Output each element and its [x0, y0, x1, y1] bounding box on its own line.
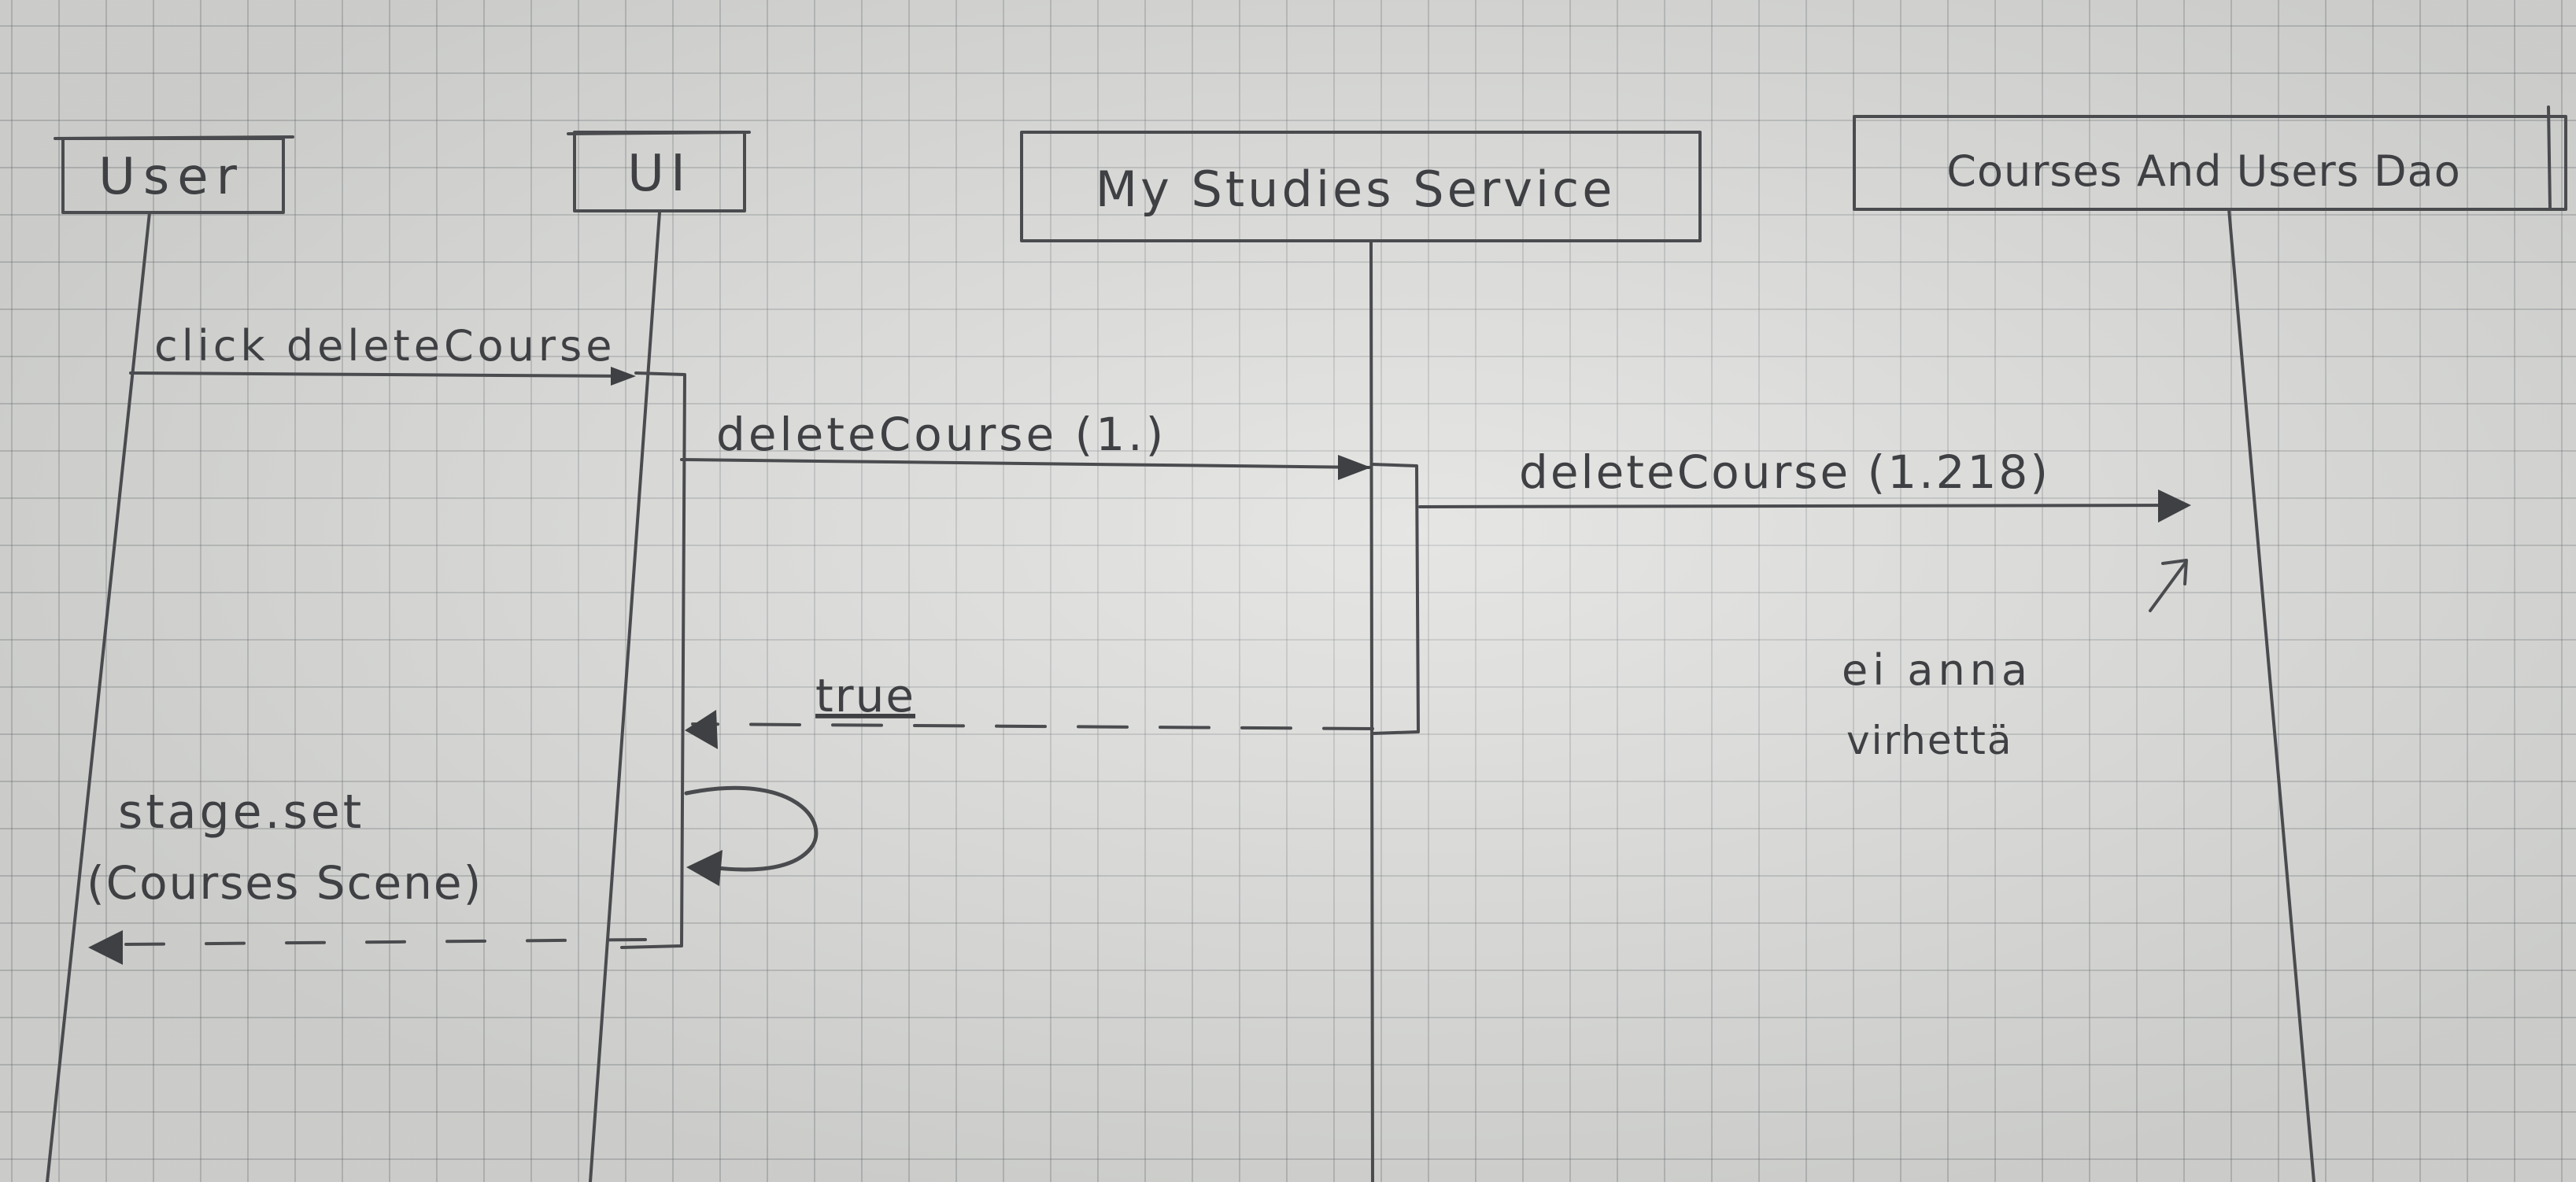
self-call-label-line1: stage.set: [118, 785, 364, 840]
participant-ui-label: UI: [627, 145, 692, 203]
participant-service: My Studies Service: [1020, 131, 1702, 242]
message-ui-service-label: deleteCourse (1.): [716, 408, 1166, 461]
message-return-label: true: [815, 669, 915, 722]
participant-ui: UI: [567, 131, 751, 212]
lifeline-dao: [2227, 208, 2315, 1182]
activation-service: [1371, 463, 1420, 735]
activation-ui: [620, 371, 686, 949]
message-return-user: [88, 930, 647, 965]
participant-dao-label: Courses And Users Dao: [1946, 146, 2461, 196]
participant-user: User: [54, 135, 294, 214]
participant-dao: Courses And Users Dao: [1853, 105, 2567, 211]
lifeline-user: [46, 211, 151, 1182]
arrow-head-icon: [685, 710, 718, 749]
message-service-to-dao: deleteCourse (1.218): [1418, 445, 2191, 523]
participant-user-label: User: [98, 148, 245, 206]
arrow-head-icon: [686, 850, 723, 886]
message-click-delete: click deleteCourse: [129, 321, 636, 386]
arrow-head-icon: [2158, 489, 2191, 523]
note-line-1: ei anna: [1842, 645, 2032, 695]
note-arrow-icon: [2149, 559, 2188, 612]
arrow-head-icon: [611, 367, 636, 386]
message-return-true: true: [685, 669, 1374, 749]
message-ui-to-service: deleteCourse (1.): [680, 408, 1371, 480]
self-call-label-line2: (Courses Scene): [87, 856, 482, 910]
note-line-2: virhettä: [1846, 718, 2012, 763]
message-click-label: click deleteCourse: [154, 321, 615, 371]
arrow-head-icon: [88, 930, 123, 965]
participant-service-label: My Studies Service: [1096, 161, 1616, 218]
arrow-head-icon: [1338, 455, 1371, 480]
lifeline-service: [1369, 239, 1374, 1182]
self-call-loop: [684, 785, 819, 886]
message-service-dao-label: deleteCourse (1.218): [1519, 445, 2050, 499]
